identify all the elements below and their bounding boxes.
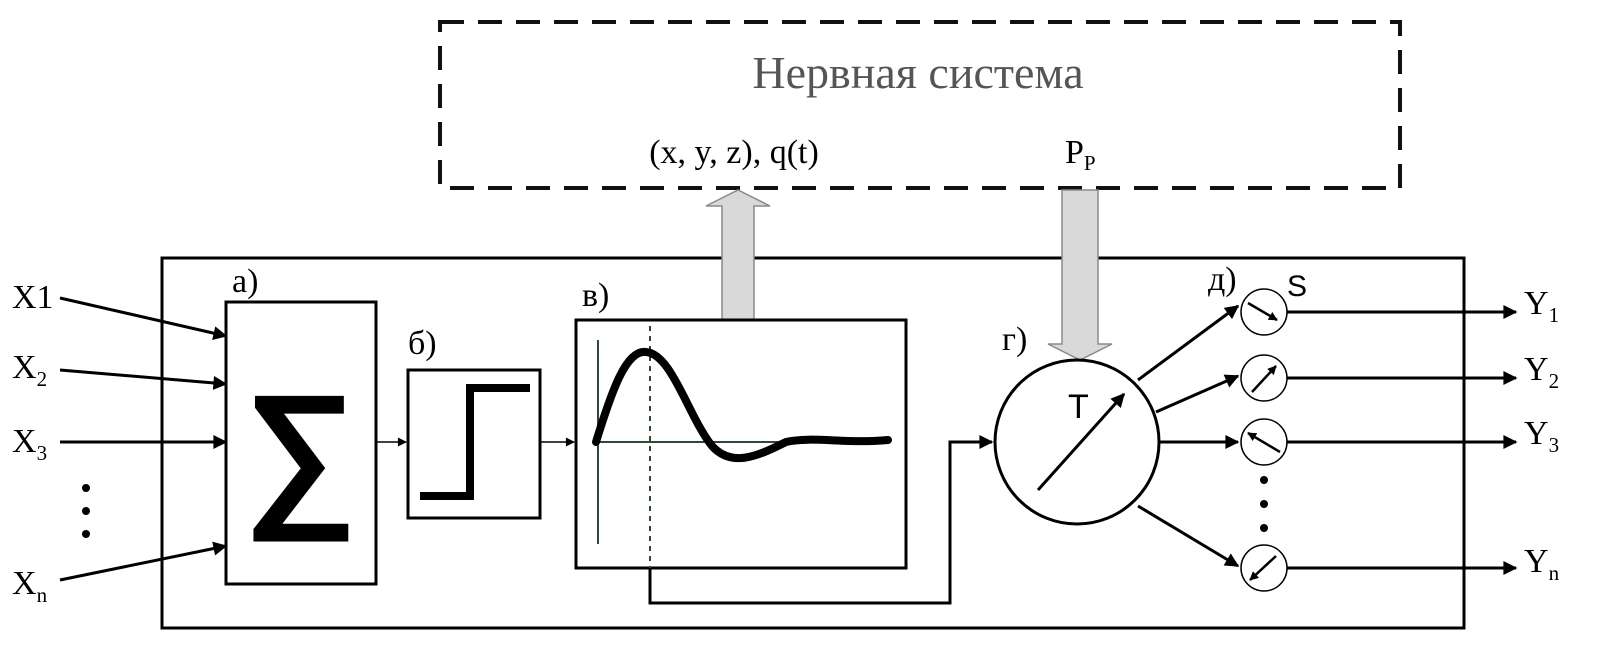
output-yn-sub: n <box>1549 561 1560 585</box>
input-arrows <box>59 296 228 582</box>
block-v-label: в) <box>582 277 609 314</box>
output-signal-label: (x, y, z), q(t) <box>649 134 819 171</box>
synapse-1 <box>1240 288 1288 336</box>
input-x3-sub: 3 <box>37 441 48 465</box>
nervous-system-frame <box>438 20 1402 190</box>
input-label-x3: X3 <box>12 423 47 465</box>
input-x3-base: X <box>12 423 37 460</box>
input-xn-base: X <box>12 565 37 602</box>
response-curve <box>592 348 892 463</box>
output-yn-base: Y <box>1524 543 1549 580</box>
neuron-threshold-symbol: T <box>1068 388 1089 426</box>
output-y1-sub: 1 <box>1549 303 1560 327</box>
down-block-arrow <box>1047 189 1113 361</box>
output-label-y3: Y3 <box>1524 415 1559 457</box>
output-label-yn: Yn <box>1524 543 1560 585</box>
synapse-3 <box>1240 418 1288 466</box>
input-ellipsis <box>82 484 90 538</box>
input-signal-sub: P <box>1084 151 1096 175</box>
neuron-body <box>993 358 1161 526</box>
sum-symbol: ∑ <box>243 361 357 542</box>
output-label-y2: Y2 <box>1524 351 1559 393</box>
output-y3-base: Y <box>1524 415 1549 452</box>
block-a-label: а) <box>232 263 258 300</box>
input-x2-sub: 2 <box>37 367 48 391</box>
input-signal-base: P <box>1065 134 1084 171</box>
input-x1-base: X1 <box>12 279 54 316</box>
nervous-system-title: Нервная система <box>752 47 1083 98</box>
output-label-y1: Y1 <box>1524 285 1559 327</box>
synapse-2 <box>1240 354 1288 402</box>
output-y1-base: Y <box>1524 285 1549 322</box>
sum-block <box>224 300 378 586</box>
input-label-x1: X1 <box>12 279 54 316</box>
block-d-label: д) <box>1208 261 1237 298</box>
input-signal-label: PP <box>1065 134 1096 175</box>
connector-response-to-neuron <box>648 435 994 605</box>
input-label-x2: X2 <box>12 349 47 391</box>
neuron-output-arrows <box>1137 304 1240 568</box>
output-y2-sub: 2 <box>1549 369 1560 393</box>
output-arrows <box>1287 305 1518 575</box>
block-g-label: г) <box>1002 321 1027 358</box>
synapse-symbol: S <box>1287 270 1307 303</box>
input-xn-sub: n <box>37 583 48 607</box>
block-b-label: б) <box>408 325 437 362</box>
output-y3-sub: 3 <box>1549 433 1560 457</box>
neuron-pointer-arrow <box>1036 392 1126 492</box>
synapse-n <box>1240 544 1288 592</box>
synapse-ellipsis <box>1260 476 1268 532</box>
input-x2-base: X <box>12 349 37 386</box>
output-y2-base: Y <box>1524 351 1549 388</box>
step-function-icon <box>420 384 530 500</box>
input-label-xn: Xn <box>12 565 48 607</box>
